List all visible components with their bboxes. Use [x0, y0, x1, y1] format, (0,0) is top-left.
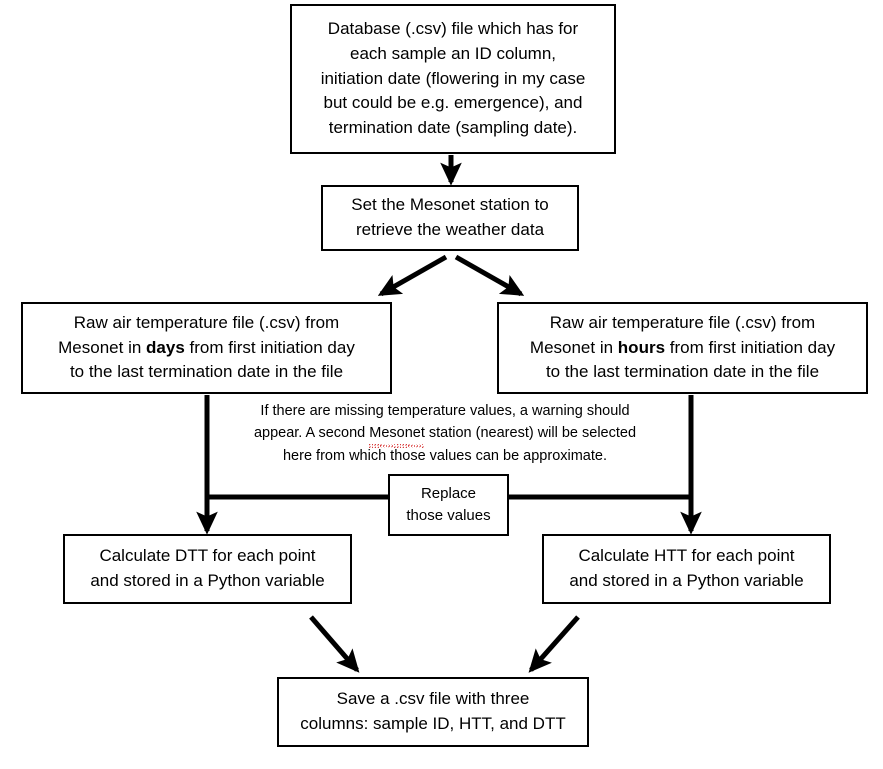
node-database-file-line-4: but could be e.g. emergence), and	[323, 93, 583, 113]
connector-station-to-hours-file	[454, 254, 525, 297]
node-set-mesonet-station[interactable]: Set the Mesonet station to retrieve the …	[321, 185, 579, 251]
connector-dtt-to-save	[309, 615, 360, 673]
node-save-csv-output-line-1: Save a .csv file with three	[336, 689, 530, 709]
node-database-file-line-5: termination date (sampling date).	[328, 117, 578, 137]
node-raw-temperature-hours[interactable]: Raw air temperature file (.csv) from Mes…	[497, 302, 868, 394]
spellcheck-underlined-word: Mesonet	[369, 422, 425, 444]
node-calculate-dtt[interactable]: Calculate DTT for each point and stored …	[63, 534, 352, 604]
connector-station-to-days-file	[377, 254, 448, 297]
annotation-line-3: here from which those values can be appr…	[282, 447, 607, 464]
node-replace-those-values[interactable]: Replace those values	[388, 474, 509, 536]
node-database-file[interactable]: Database (.csv) file which has for each …	[290, 4, 616, 154]
node-calculate-htt-line-1: Calculate HTT for each point	[578, 546, 795, 566]
node-save-csv-output[interactable]: Save a .csv file with three columns: sam…	[277, 677, 589, 747]
node-database-file-line-2: each sample an ID column,	[350, 44, 556, 64]
node-database-file-line-1: Database (.csv) file which has for	[327, 19, 579, 39]
node-raw-temperature-hours-line-2: Mesonet in hours from first initiation d…	[505, 336, 860, 361]
node-raw-temperature-hours-line-1: Raw air temperature file (.csv) from	[549, 313, 816, 333]
node-calculate-htt-line-2: and stored in a Python variable	[569, 571, 804, 590]
node-raw-temperature-days-line-3: to the last termination date in the file	[69, 362, 344, 382]
node-calculate-dtt-line-1: Calculate DTT for each point	[99, 546, 316, 566]
node-replace-those-values-line-2: those values	[406, 507, 491, 524]
annotation-line2-suffix: station (nearest) will be selected	[424, 425, 637, 442]
node-calculate-dtt-line-2: and stored in a Python variable	[90, 571, 325, 590]
connector-htt-to-save	[528, 615, 580, 673]
node-raw-temperature-days-line-1: Raw air temperature file (.csv) from	[73, 313, 340, 333]
node-raw-temperature-hours-line-3: to the last termination date in the file	[545, 362, 820, 382]
days-line2-prefix: Mesonet in	[58, 337, 147, 357]
node-database-file-line-3: initiation date (flowering in my case	[320, 68, 586, 88]
node-raw-temperature-days[interactable]: Raw air temperature file (.csv) from Mes…	[21, 302, 392, 394]
hours-emphasis: hours	[617, 337, 666, 357]
annotation-missing-values-note: If there are missing temperature values,…	[206, 400, 684, 467]
annotation-line-2: appear. A second Mesonet station (neares…	[206, 422, 684, 444]
hours-line2-suffix: from first initiation day	[665, 337, 836, 357]
node-save-csv-output-line-2: columns: sample ID, HTT, and DTT	[300, 714, 566, 733]
annotation-line-1: If there are missing temperature values,…	[260, 403, 630, 419]
node-raw-temperature-days-line-2: Mesonet in days from first initiation da…	[29, 336, 384, 361]
days-emphasis: days	[146, 337, 185, 357]
node-calculate-htt[interactable]: Calculate HTT for each point and stored …	[542, 534, 831, 604]
node-set-mesonet-station-line-2: retrieve the weather data	[355, 220, 545, 239]
annotation-line2-prefix: appear. A second	[253, 425, 370, 442]
node-replace-those-values-line-1: Replace	[420, 485, 477, 503]
hours-line2-prefix: Mesonet in	[529, 337, 618, 357]
days-line2-suffix: from first initiation day	[184, 337, 355, 357]
node-set-mesonet-station-line-1: Set the Mesonet station to	[351, 195, 549, 215]
